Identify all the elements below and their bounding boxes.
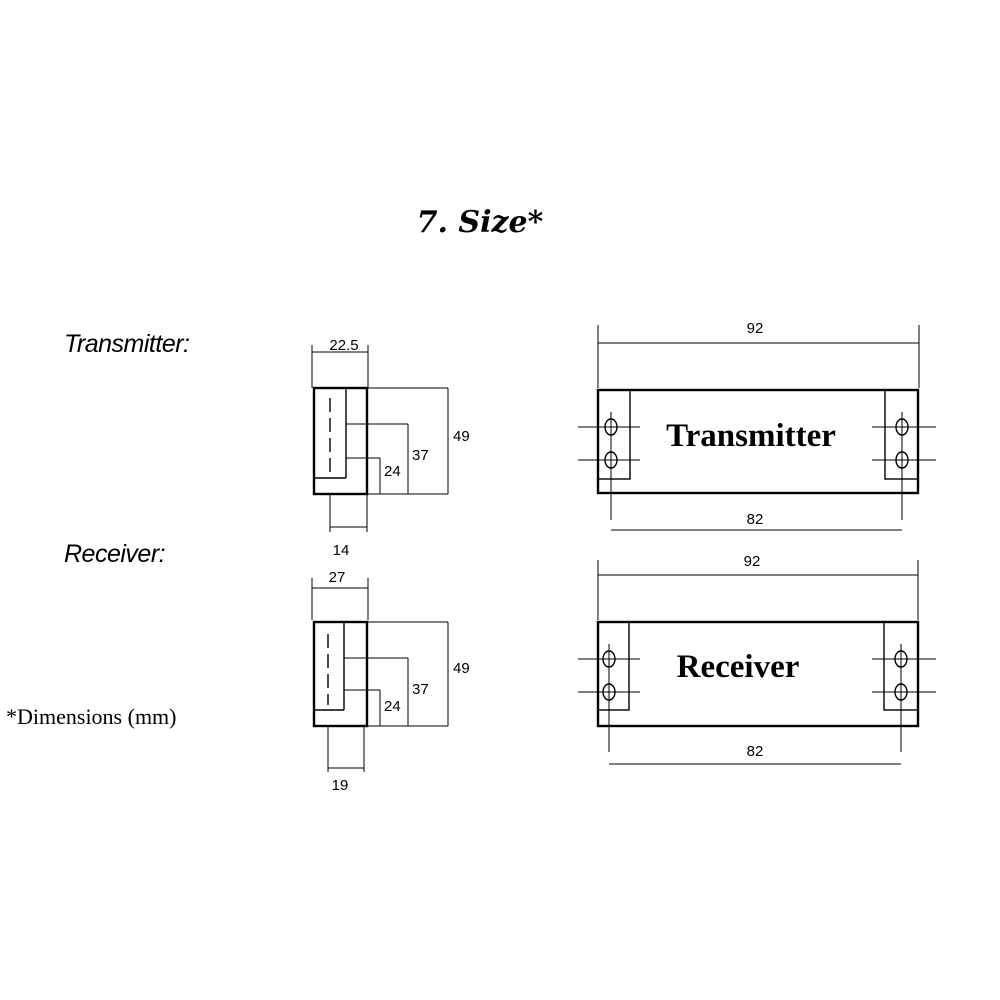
mounting-hole (895, 418, 909, 436)
mounting-hole (895, 451, 909, 469)
transmitter-front-view: 92 Transmitter 82 (578, 320, 936, 531)
transmitter-body-outline (312, 386, 369, 496)
mounting-hole (894, 683, 908, 701)
transmitter-width-value: 22.5 (329, 337, 358, 354)
transmitter-label: Transmitter (666, 418, 836, 454)
mounting-hole (894, 650, 908, 668)
left-mounting-flange (597, 621, 630, 711)
receiver-body-outline (312, 620, 369, 728)
dimensions-note: *Dimensions (mm) (6, 704, 177, 729)
receiver-inner-lower-value: 24 (384, 698, 401, 715)
transmitter-inner-lower-value: 24 (384, 463, 401, 480)
transmitter-side-label: Transmitter: (64, 330, 190, 358)
mounting-hole (604, 418, 618, 436)
receiver-length-holes-value: 82 (747, 743, 764, 760)
transmitter-length-outer-value: 92 (747, 320, 764, 337)
transmitter-height-value: 49 (453, 428, 470, 445)
receiver-side-label: Receiver: (64, 540, 165, 568)
receiver-height-value: 49 (453, 660, 470, 677)
transmitter-base-value: 14 (333, 542, 350, 559)
left-mounting-flange (597, 389, 631, 480)
receiver-side-view: 27 49 37 24 19 (311, 569, 470, 794)
page-title: 7. Size* (417, 205, 544, 240)
transmitter-length-holes-value: 82 (747, 511, 764, 528)
receiver-front-view: 92 Receiver 82 (578, 553, 936, 765)
mounting-hole (604, 451, 618, 469)
receiver-label: Receiver (677, 649, 800, 685)
receiver-base-value: 19 (332, 777, 349, 794)
transmitter-inner-upper-value: 37 (412, 447, 429, 464)
mounting-hole (602, 683, 616, 701)
receiver-width-value: 27 (329, 569, 346, 586)
transmitter-side-view: 22.5 49 37 24 14 (311, 337, 470, 559)
mounting-hole (602, 650, 616, 668)
receiver-inner-upper-value: 37 (412, 681, 429, 698)
receiver-length-outer-value: 92 (744, 553, 761, 570)
